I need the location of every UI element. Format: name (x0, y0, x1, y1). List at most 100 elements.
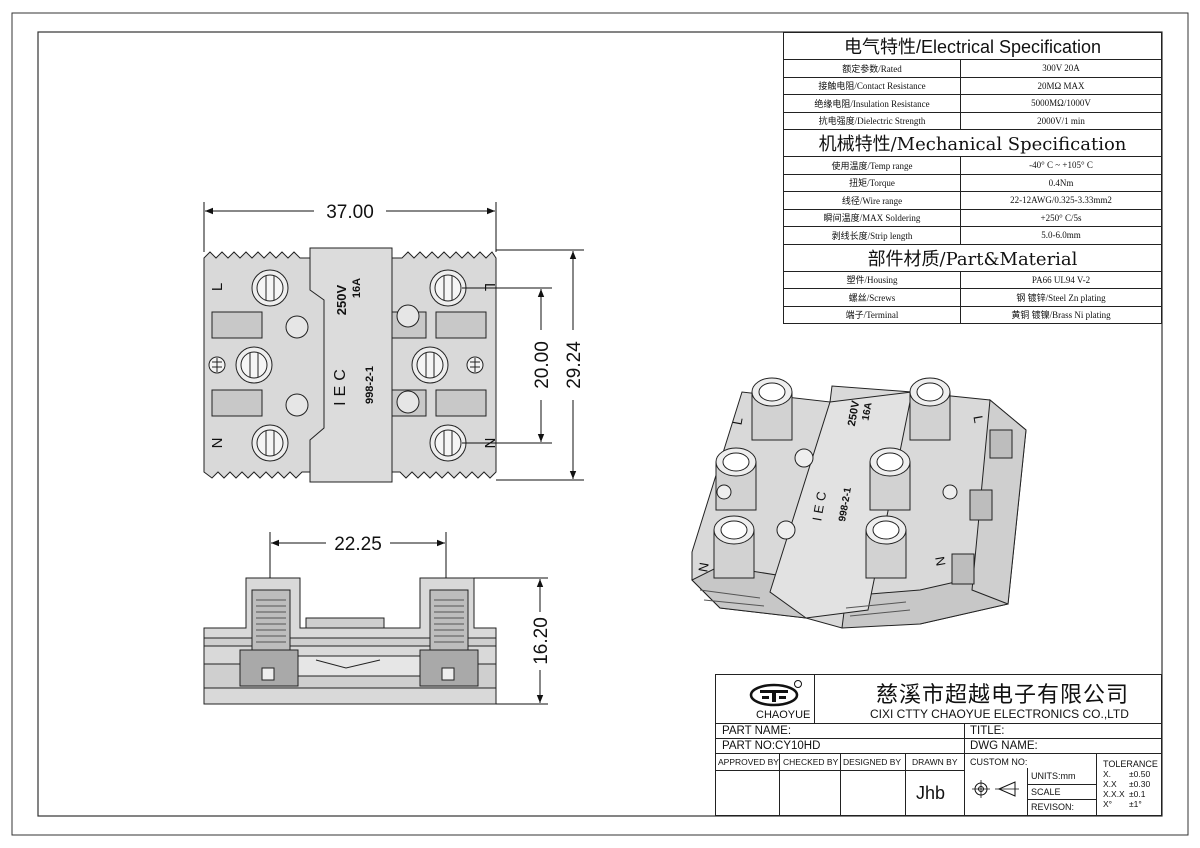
dim-width-side: 22.25 (334, 534, 382, 555)
tolerance-value: ±0.30 (1129, 779, 1151, 789)
screw-mid-left (235, 346, 273, 384)
inner-border (37, 31, 1163, 817)
iso-screw-3 (715, 447, 757, 511)
scale-label: SCALE (1031, 787, 1061, 797)
iso-mark-N-left: N (695, 561, 711, 573)
top-view (203, 247, 497, 483)
spec-label: 塑件/Housing (783, 270, 961, 289)
iso-mark-iec: IEC (809, 486, 830, 522)
projection-symbol-icon (972, 780, 1019, 798)
iso-screw-5 (713, 515, 755, 579)
spec-label: 抗电强度/Dielectric Strength (783, 111, 961, 130)
drawn-by-value: Jhb (916, 783, 946, 803)
units-label: UNITS:mm (1031, 771, 1076, 781)
spec-label: 额定参数/Rated (783, 59, 961, 78)
tolerance-key: X.X (1103, 779, 1117, 789)
electrical-header: 电气特性/Electrical Specification (783, 32, 1162, 60)
spec-value: PA66 UL94 V-2 (960, 270, 1162, 289)
spec-label: 绝缘电阻/Insulation Resistance (783, 94, 961, 113)
spec-label: 瞬间温度/MAX Soldering (783, 208, 961, 227)
table-row: 瞬间温度/MAX Soldering+250° C/5s (783, 208, 1162, 227)
iso-screw-6 (865, 515, 907, 579)
iso-mark-N-right: N (932, 555, 948, 567)
mark-L-left: L (209, 283, 226, 291)
spec-value: 5000MΩ/1000V (960, 94, 1162, 113)
spec-value: -40° C ~ +105° C (960, 156, 1162, 175)
tolerance-value: ±1° (1129, 799, 1142, 809)
mark-voltage: 250V (334, 284, 349, 315)
outer-border (11, 12, 1189, 836)
isometric-view (691, 377, 1027, 629)
part-no-label: PART NO:CY10HD (722, 740, 821, 752)
checked-by-label: CHECKED BY (783, 757, 839, 767)
screw-bottom-right (429, 424, 467, 462)
iso-mark-L-right: L (970, 414, 986, 424)
mark-N-left: N (209, 438, 226, 449)
title-label: TITLE: (970, 725, 1005, 737)
title-block: CHAOYUE 慈溪市超越电子有限公司 CIXI CTTY CHAOYUE EL… (715, 674, 1162, 816)
brand-name: CHAOYUE (756, 709, 811, 721)
ground-symbol-left (208, 356, 226, 374)
revision-label: REVISON: (1031, 802, 1075, 812)
part-name-label: PART NAME: (722, 725, 792, 737)
dimension-lines-top (203, 202, 584, 481)
screw-mid-right (411, 346, 449, 384)
iso-mark-L-left: L (730, 416, 746, 426)
spec-value: 300V 20A (960, 59, 1162, 78)
mechanical-header: 机械特性/Mechanical Specification (783, 129, 1162, 157)
custom-no-label: CUSTOM NO: (970, 757, 1028, 767)
tolerance-title: TOLERANCE (1103, 759, 1158, 769)
tolerance-key: X. (1103, 769, 1112, 779)
tolerance-key: X° (1103, 799, 1113, 809)
spec-label: 使用温度/Temp range (783, 156, 961, 175)
dim-height-inner: 20.00 (532, 341, 553, 389)
screw-bottom-left (251, 424, 289, 462)
spec-label: 剥线长度/Strip length (783, 226, 961, 245)
spec-value: 22-12AWG/0.325-3.33mm2 (960, 191, 1162, 210)
spec-label: 扭矩/Torque (783, 173, 961, 192)
spec-value: 2000V/1 min (960, 111, 1162, 130)
company-name-cn: 慈溪市超越电子有限公司 (876, 682, 1130, 707)
designed-by-label: DESIGNED BY (843, 757, 902, 767)
spec-label: 接触电阻/Contact Resistance (783, 76, 961, 95)
spec-value: 5.0-6.0mm (960, 226, 1162, 245)
spec-label: 线径/Wire range (783, 191, 961, 210)
dim-height-side: 16.20 (531, 617, 552, 665)
spec-table: 电气特性/Electrical Specification 额定参数/Rated… (783, 32, 1162, 324)
spec-value: 黄铜 镀镍/Brass Ni plating (960, 305, 1162, 324)
tolerance-value: ±0.50 (1129, 769, 1151, 779)
spec-value: 0.4Nm (960, 173, 1162, 192)
ground-symbol-right (466, 356, 484, 374)
iso-mark-current: 16A (861, 402, 875, 422)
spec-value: 20MΩ MAX (960, 76, 1162, 95)
tolerance-key: X.X.X (1103, 789, 1125, 799)
spec-label: 端子/Terminal (783, 305, 961, 324)
side-view (203, 577, 497, 705)
mark-L-right: L (481, 283, 498, 291)
mark-iec: IEC (332, 364, 349, 406)
drawn-by-label: DRAWN BY (912, 757, 958, 767)
spec-label: 螺丝/Screws (783, 288, 961, 307)
approved-by-label: APPROVED BY (718, 757, 779, 767)
iso-screw-2 (909, 377, 951, 441)
spec-value: 钢 镀锌/Steel Zn plating (960, 288, 1162, 307)
mark-current: 16A (351, 278, 363, 298)
table-row: 使用温度/Temp range-40° C ~ +105° C (783, 156, 1162, 175)
spec-value: +250° C/5s (960, 208, 1162, 227)
dimension-lines-side (269, 532, 548, 705)
screw-top-right (429, 269, 467, 307)
mark-standard: 998-2-1 (364, 366, 376, 404)
chaoyue-logo (749, 680, 802, 707)
screw-top-left (251, 269, 289, 307)
tolerance-value: ±0.1 (1129, 789, 1146, 799)
iso-mark-voltage: 250V (846, 399, 862, 427)
